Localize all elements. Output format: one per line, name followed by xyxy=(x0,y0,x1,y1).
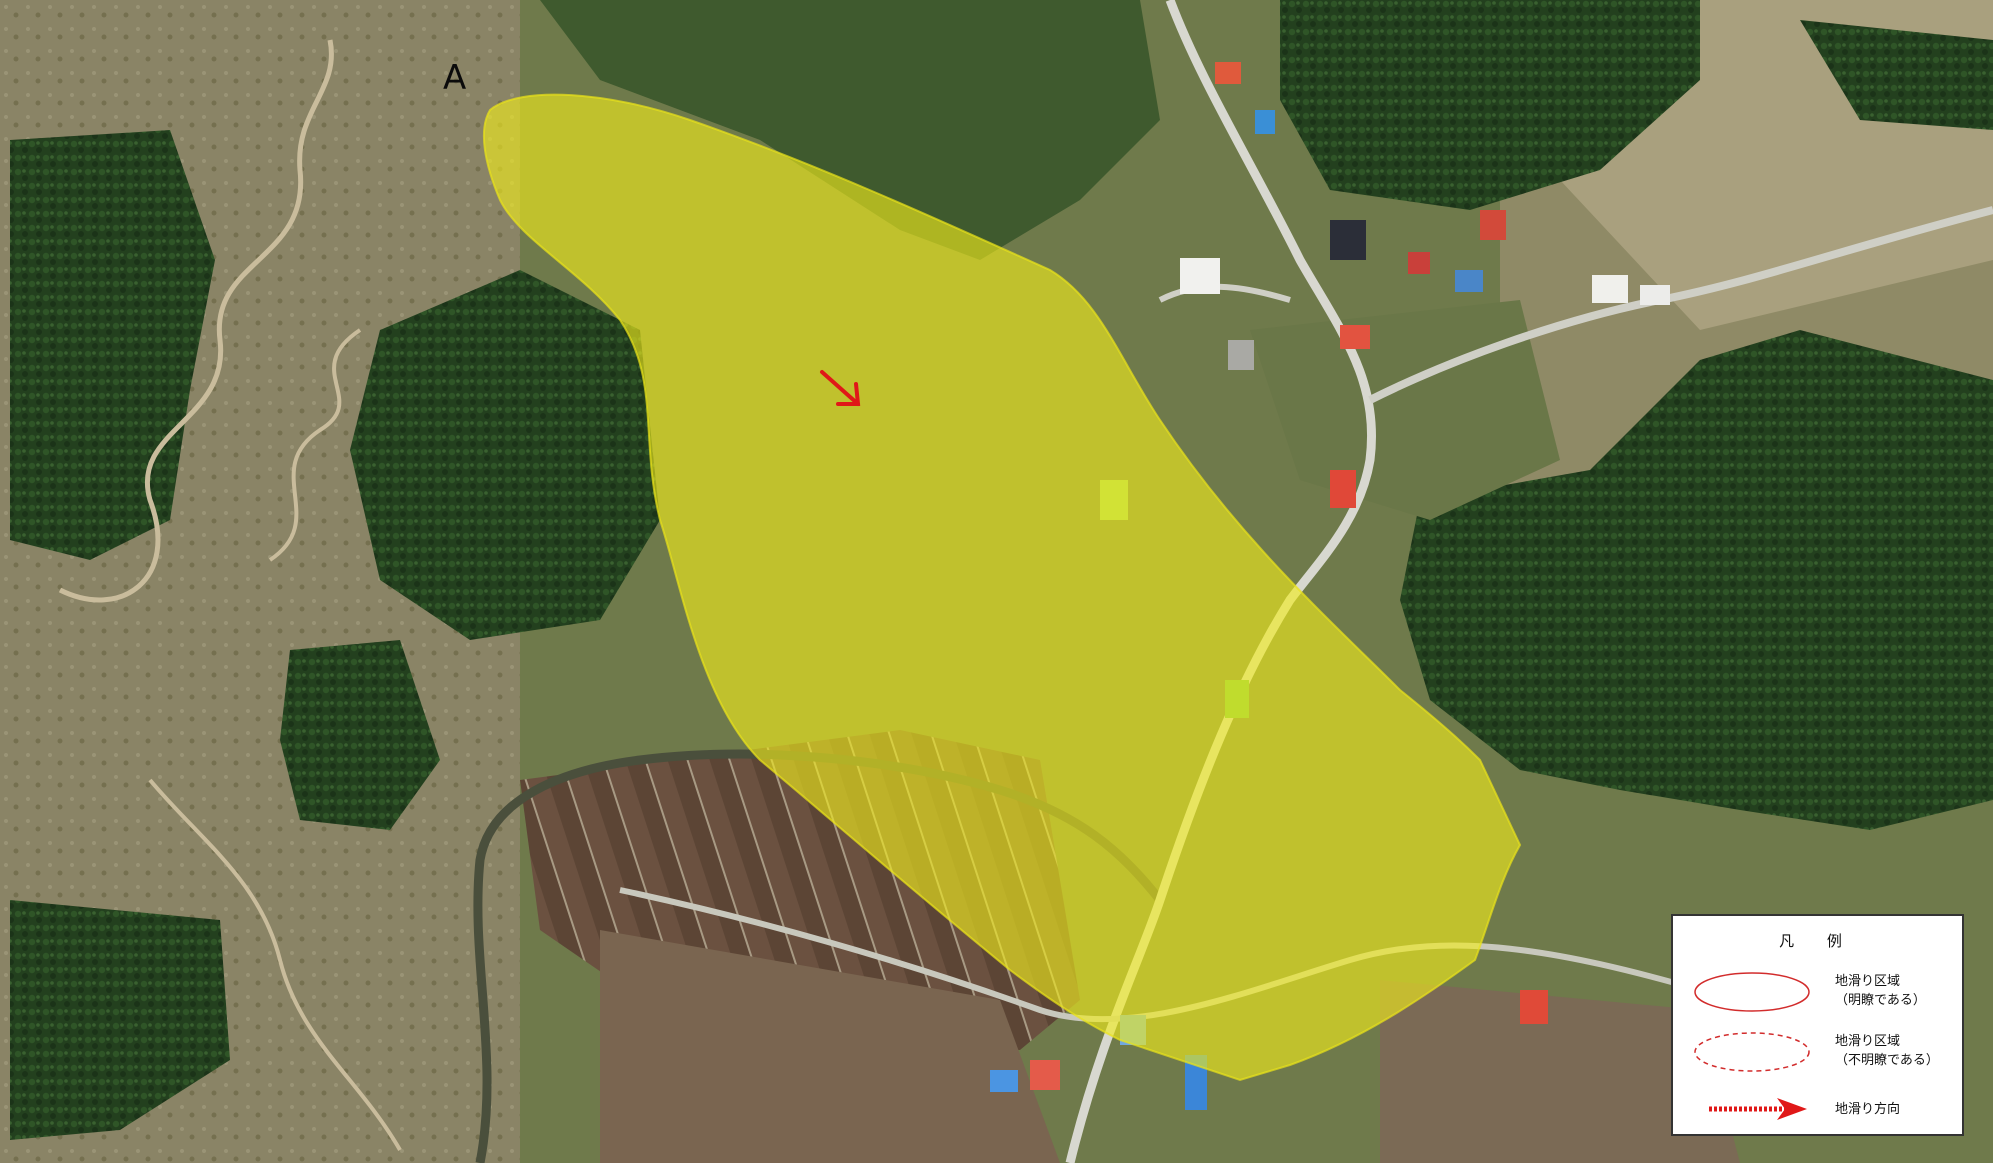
legend-item-unclear-label: 地滑り区域 xyxy=(1835,1034,1901,1049)
direction-arrow-icon xyxy=(1709,1098,1807,1120)
legend-item-clear-landslide: 地滑り区域 （明瞭である） xyxy=(1673,966,1962,1016)
map-legend: 凡 例 地滑り区域 （明瞭である） 地滑り区域 （不明瞭である） xyxy=(1671,914,1964,1136)
legend-item-clear-label: 地滑り区域 xyxy=(1835,974,1901,989)
legend-item-direction: 地滑り方向 xyxy=(1673,1086,1962,1136)
legend-item-unclear-note: （不明瞭である） xyxy=(1835,1053,1939,1068)
landslide-area xyxy=(483,93,1522,1082)
dashed-ellipse-icon xyxy=(1694,1032,1810,1072)
solid-ellipse-icon xyxy=(1694,972,1810,1012)
legend-title: 凡 例 xyxy=(1779,932,1856,950)
landslide-direction-arrow xyxy=(820,370,861,406)
legend-item-direction-label: 地滑り方向 xyxy=(1835,1102,1901,1117)
legend-item-unclear-landslide: 地滑り区域 （不明瞭である） xyxy=(1673,1026,1962,1076)
point-label-a: A xyxy=(443,58,467,98)
legend-item-clear-note: （明瞭である） xyxy=(1835,993,1926,1008)
